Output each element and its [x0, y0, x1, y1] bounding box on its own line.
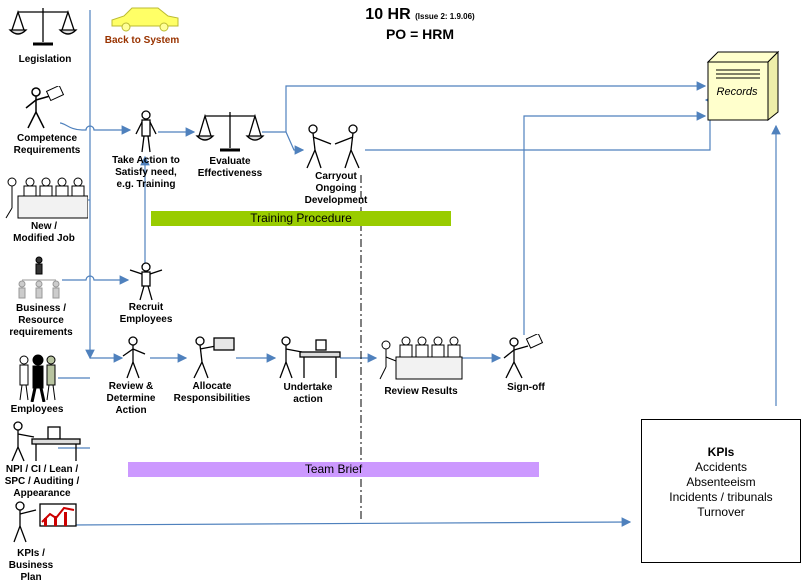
records-cabinet-icon [706, 50, 780, 122]
employees-group-icon [19, 354, 56, 402]
sign-off-label: Sign-off [507, 382, 545, 393]
review-determine-label: Review & Determine Action [106, 381, 156, 416]
take-action-label: Take Action to Satisfy need, e.g. Traini… [112, 155, 180, 190]
business-resource-label: Business / Resource requirements [9, 303, 73, 338]
kpi-item: Turnover [697, 505, 745, 519]
new-modified-job-label: New / Modified Job [13, 221, 75, 244]
team-brief-banner: Team Brief [128, 462, 539, 477]
employees-label: Employees [10, 404, 64, 415]
kpis-business-plan-label: KPIs / Business Plan [8, 548, 54, 583]
presenter-chart-icon [13, 501, 77, 543]
standing-person-icon [135, 110, 157, 153]
kpi-item: Accidents [694, 460, 748, 474]
kpi-item: Incidents / tribunals [669, 490, 773, 504]
review-meeting-icon [379, 336, 463, 380]
legislation-label: Legislation [18, 54, 72, 65]
meeting-table-icon [5, 177, 88, 219]
title-main: 10 HR [365, 6, 411, 23]
page-title: 10 HR (Issue 2: 1.9.06) [330, 6, 510, 24]
competence-label: Competence Requirements [13, 133, 81, 156]
scales-icon [8, 8, 78, 46]
recruit-person-icon [129, 262, 163, 301]
page-subtitle: PO = HRM [385, 26, 455, 42]
undertake-operator-icon [279, 336, 341, 379]
allocate-person-icon [193, 336, 235, 379]
machine-operator-icon [11, 421, 81, 462]
sign-off-person-icon [503, 334, 544, 379]
title-issue: (Issue 2: 1.9.06) [415, 12, 475, 21]
evaluate-label: Evaluate Effectiveness [197, 156, 263, 179]
kpi-item: Absenteeism [686, 475, 756, 489]
carryout-label: Carryout Ongoing Development [304, 171, 368, 206]
back-to-system-button[interactable]: Back to System [100, 2, 190, 48]
records-label: Records [716, 86, 758, 98]
evaluate-scales-icon [195, 112, 265, 152]
review-person-icon [122, 336, 146, 379]
handshake-icon [306, 124, 360, 169]
allocate-label: Allocate Responsibilities [173, 381, 251, 404]
person-clipboard-icon [25, 86, 65, 129]
review-results-label: Review Results [384, 386, 458, 397]
back-to-system-label: Back to System [104, 35, 180, 46]
org-chart-icon [18, 256, 60, 299]
car-icon [111, 7, 179, 32]
flow-connectors [58, 10, 781, 527]
npi-label: NPI / CI / Lean / SPC / Auditing / Appea… [4, 464, 80, 499]
recruit-label: Recruit Employees [119, 302, 173, 325]
undertake-label: Undertake action [283, 382, 333, 405]
kpi-box: KPIs Accidents Absenteeism Incidents / t… [641, 419, 801, 563]
training-procedure-banner: Training Procedure [151, 211, 451, 226]
kpi-title: KPIs [707, 445, 735, 459]
